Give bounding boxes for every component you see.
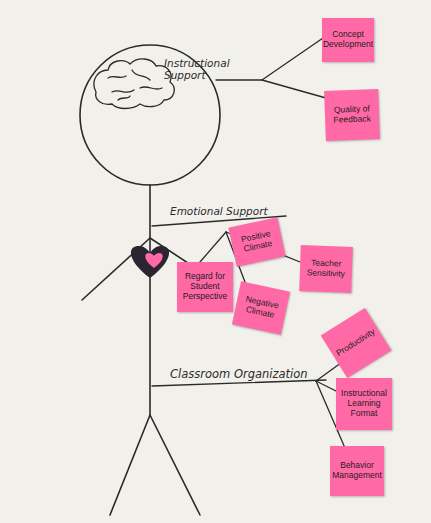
- sticky-note: Teacher Sensitivity: [299, 245, 353, 293]
- note-text: Positive Climate: [232, 228, 281, 257]
- sticky-note: Behavior Management: [330, 446, 384, 496]
- body-line: [149, 185, 151, 415]
- note-text: Teacher Sensitivity: [302, 258, 351, 279]
- sticky-note: Instructional Learning Format: [336, 378, 392, 430]
- sticky-note: Regard for Student Perspective: [177, 262, 233, 312]
- leader-line: [216, 79, 262, 80]
- brain-symbol: [94, 59, 174, 109]
- leader-line: [316, 381, 338, 392]
- heart-symbol: [131, 246, 169, 278]
- note-text: Productivity: [335, 327, 377, 359]
- leader-line: [262, 80, 326, 98]
- note-text: Negative Climate: [236, 294, 285, 323]
- sticky-note: Concept Development: [322, 18, 374, 62]
- branch-label: Emotional Support: [170, 205, 280, 217]
- sticky-note: Negative Climate: [232, 281, 290, 334]
- note-text: Instructional Learning Format: [338, 389, 390, 418]
- sticky-note: Positive Climate: [228, 217, 285, 267]
- figure-outline: [80, 45, 232, 515]
- right-leg: [150, 415, 200, 515]
- note-text: Regard for Student Perspective: [179, 272, 231, 301]
- leader-lines: [152, 38, 345, 448]
- branch-label: Classroom Organization: [170, 368, 330, 381]
- note-text: Concept Development: [323, 30, 373, 50]
- note-text: Behavior Management: [332, 461, 382, 481]
- leader-line: [262, 38, 323, 80]
- left-leg: [110, 415, 150, 515]
- sticky-note: Productivity: [321, 308, 392, 378]
- sticky-note: Quality of Feedback: [324, 89, 380, 141]
- note-text: Quality of Feedback: [327, 104, 378, 125]
- branch-label: Instructional Support: [164, 57, 242, 81]
- leader-line: [200, 232, 226, 262]
